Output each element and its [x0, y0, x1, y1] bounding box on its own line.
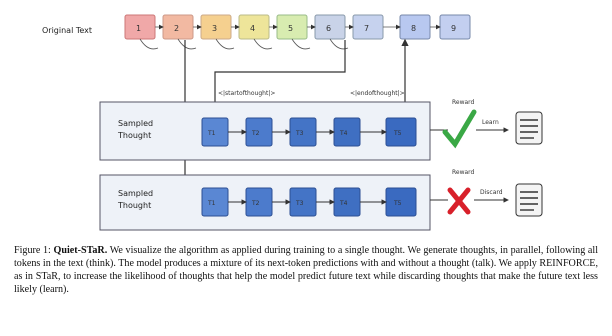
- figure-diagram: Original Text 1 2 3 4 5 6 7 8 9: [42, 14, 543, 231]
- token-label: 3: [212, 24, 217, 33]
- token-label: 8: [411, 24, 416, 33]
- sampled-thought-label-1b: Thought: [117, 131, 151, 140]
- reward-label-bottom: Reward: [452, 169, 475, 176]
- token-label: 5: [288, 24, 293, 33]
- thought-token: T3: [295, 130, 304, 137]
- thought-row-top: T1 T2 T3 T4 T5: [201, 117, 417, 147]
- thought-token: T5: [393, 200, 402, 207]
- thought-token: T5: [393, 130, 402, 137]
- thought-token: T3: [295, 200, 304, 207]
- caption-body: We visualize the algorithm as applied du…: [14, 245, 598, 296]
- sampled-thought-label-1a: Sampled: [118, 119, 153, 128]
- discard-document-icon: [515, 183, 543, 217]
- thought-token: T4: [339, 130, 348, 137]
- original-text-label: Original Text: [42, 26, 92, 35]
- thought-token: T1: [207, 130, 216, 137]
- token-label: 2: [174, 24, 179, 33]
- caption-title: Quiet-STaR.: [53, 245, 108, 256]
- end-thought-label-top: <|endofthought|>: [350, 90, 405, 97]
- thought-token: T2: [251, 130, 260, 137]
- sampled-thought-label-2b: Thought: [117, 201, 151, 210]
- thought-token: T1: [207, 200, 216, 207]
- cross-icon: [447, 187, 471, 215]
- caption-figure-label: Figure 1:: [14, 245, 51, 256]
- sampled-thought-label-2a: Sampled: [118, 189, 153, 198]
- token-label: 1: [136, 24, 141, 33]
- model-update-icon: [515, 111, 543, 145]
- token-connectors: [139, 24, 441, 50]
- token-label: 6: [326, 24, 331, 33]
- check-icon: [442, 109, 477, 149]
- learn-label: Learn: [482, 119, 499, 126]
- original-token-row: 1 2 3 4 5 6 7 8 9: [124, 14, 471, 40]
- figure-caption: Figure 1: Quiet-STaR. We visualize the a…: [14, 244, 598, 296]
- thought-token: T2: [251, 200, 260, 207]
- token-label: 4: [250, 24, 255, 33]
- discard-label: Discard: [480, 189, 503, 196]
- thought-token: T4: [339, 200, 348, 207]
- token-label: 7: [364, 24, 369, 33]
- reward-label-top: Reward: [452, 99, 475, 106]
- thought-row-bottom: T1 T2 T3 T4 T5: [201, 187, 417, 217]
- token-label: 9: [451, 24, 456, 33]
- start-thought-label-top: <|startofthought|>: [218, 90, 275, 97]
